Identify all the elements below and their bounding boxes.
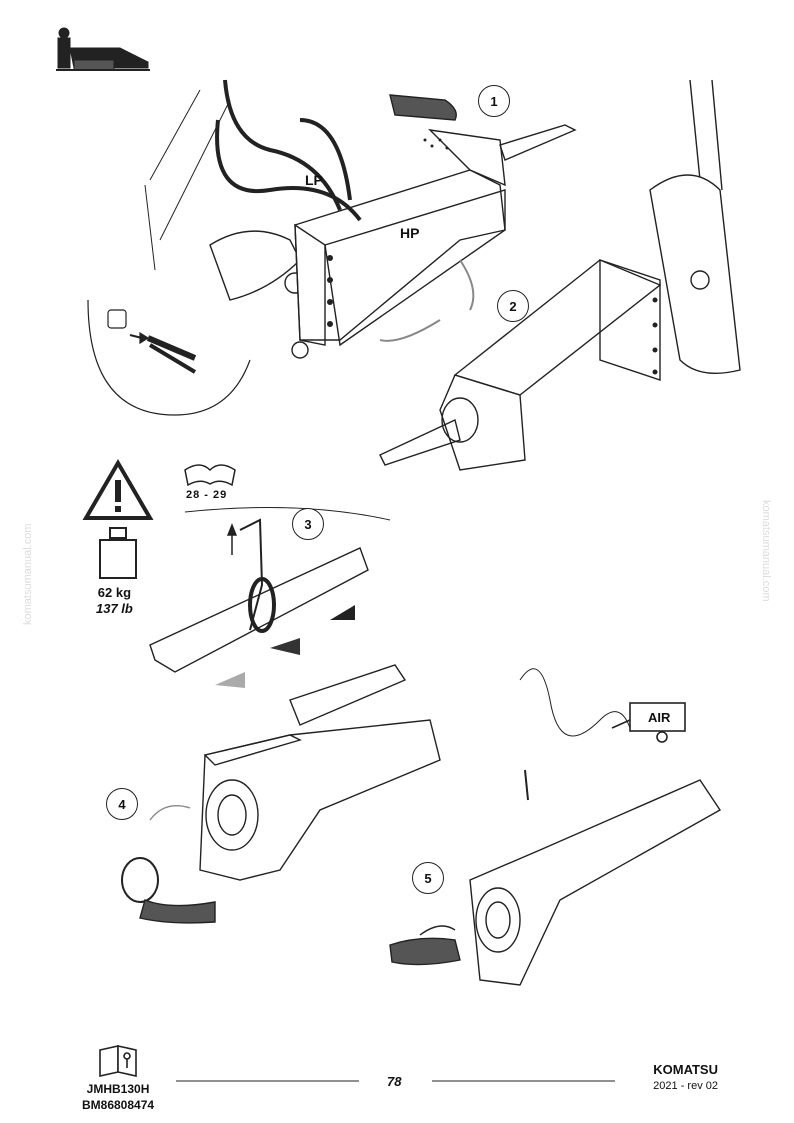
chisel-lift xyxy=(149,507,391,688)
warning-triangle-icon xyxy=(82,459,154,520)
air-label: AIR xyxy=(648,710,671,725)
operator-hammer-icon xyxy=(56,27,150,71)
breaker-hose-connection xyxy=(144,79,577,359)
model-code: JMHB130H xyxy=(86,1082,150,1096)
weight-icon xyxy=(99,527,137,579)
reference-pages: 28 - 29 xyxy=(186,489,228,501)
page-number: 78 xyxy=(387,1074,402,1089)
open-book-icon xyxy=(184,464,236,487)
step-5-badge: 5 xyxy=(412,862,444,894)
lp-label: LP xyxy=(305,172,323,188)
fitting-detail xyxy=(87,299,251,416)
cap-removal xyxy=(121,664,441,924)
air-cleaning xyxy=(389,668,722,986)
breaker-mounted xyxy=(379,79,741,471)
watermark-right: komatsumanual.com xyxy=(760,500,772,602)
step-2-badge: 2 xyxy=(497,290,529,322)
footer-brand-info: KOMATSU 2021 - rev 02 xyxy=(653,1062,718,1092)
weight-kg: 62 kg xyxy=(97,585,132,600)
document-code: BM86808474 xyxy=(82,1098,155,1112)
hp-label: HP xyxy=(400,225,420,241)
step-1-badge: 1 xyxy=(478,85,510,117)
manual-book-icon xyxy=(99,1045,137,1077)
step-4-badge: 4 xyxy=(106,788,138,820)
air-compressor-icon xyxy=(611,702,686,743)
brand-name: KOMATSU xyxy=(653,1062,718,1077)
revision-info: 2021 - rev 02 xyxy=(653,1080,718,1092)
weight-lb: 137 lb xyxy=(96,601,133,616)
step-3-badge: 3 xyxy=(292,508,324,540)
weight-label: 62 kg 137 lb xyxy=(96,585,133,617)
footer-model-info: JMHB130H BM86808474 xyxy=(82,1081,154,1113)
watermark-left: komatsumanual.com xyxy=(22,523,34,626)
